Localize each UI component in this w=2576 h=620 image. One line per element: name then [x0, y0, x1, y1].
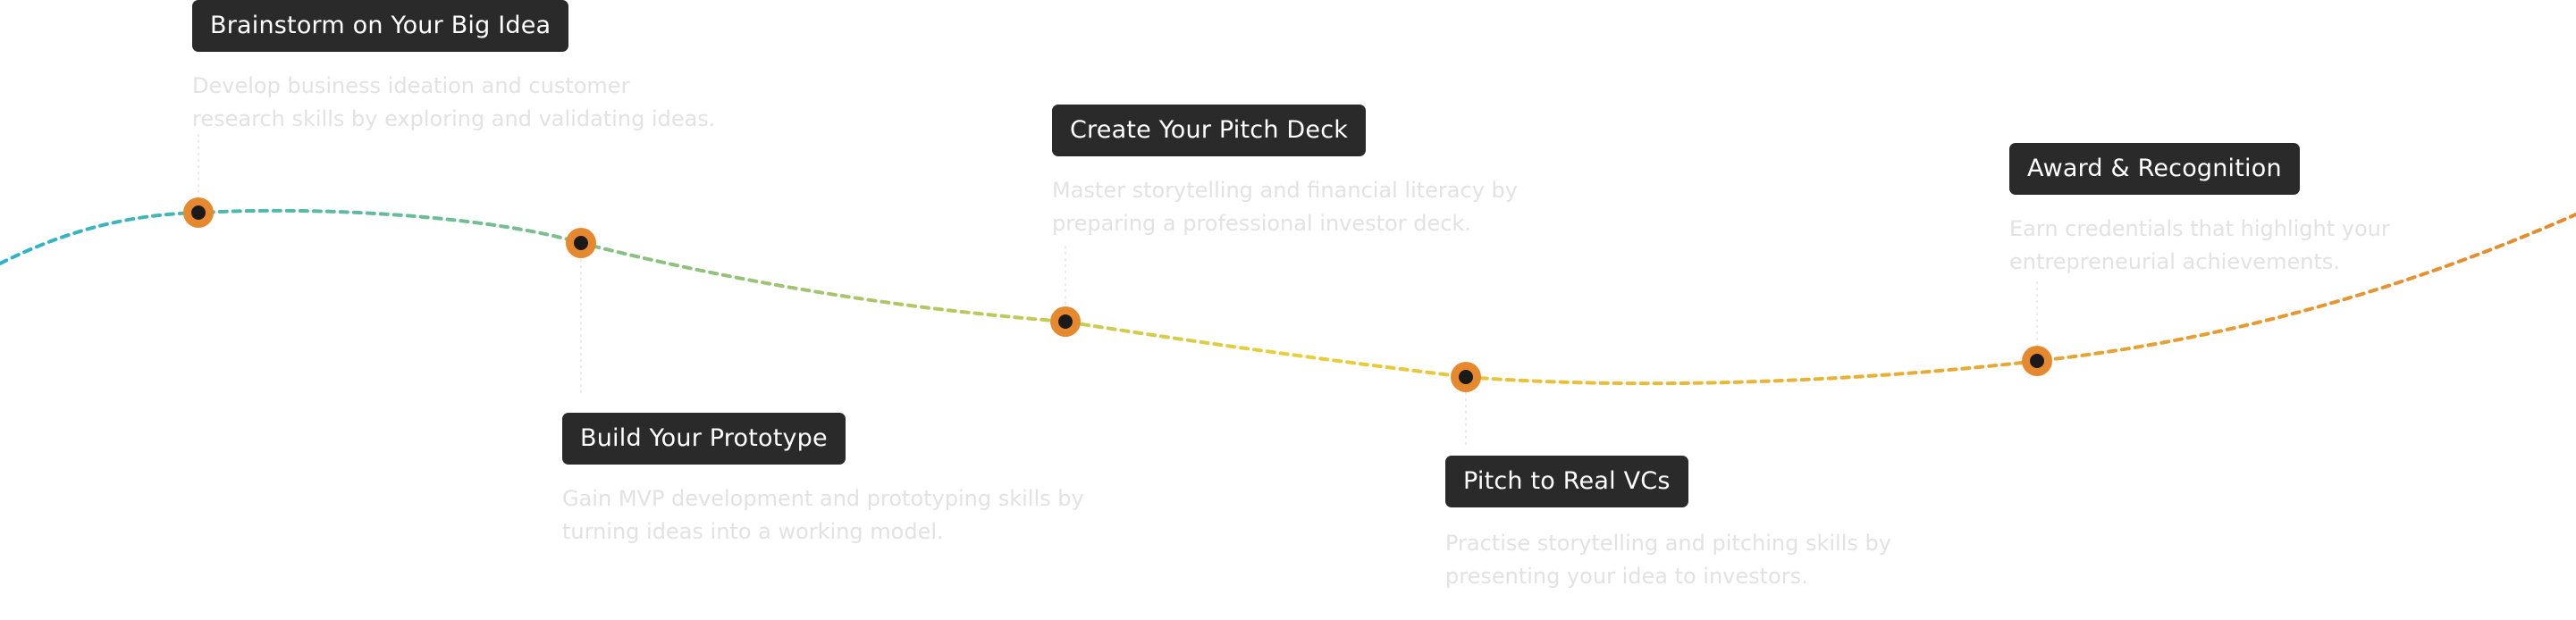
step-pitchdeck: Create Your Pitch Deck Master storytelli…	[1052, 105, 1624, 240]
connector-lines	[198, 134, 2038, 445]
step-title-prototype[interactable]: Build Your Prototype	[562, 413, 846, 465]
node-award[interactable]	[2022, 346, 2052, 376]
step-title-pitchdeck[interactable]: Create Your Pitch Deck	[1052, 105, 1367, 156]
step-description-award: Earn credentials that highlight your ent…	[2009, 216, 2390, 274]
journey-nodes	[183, 197, 2052, 392]
step-title-award[interactable]: Award & Recognition	[2009, 143, 2300, 195]
step-description-vcs: Practise storytelling and pitching skill…	[1445, 531, 1891, 589]
step-title-vcs[interactable]: Pitch to Real VCs	[1445, 456, 1688, 507]
node-pitchdeck[interactable]	[1050, 306, 1081, 337]
step-award: Award & Recognition Earn credentials tha…	[2009, 143, 2576, 279]
step-vcs: Pitch to Real VCs Practise storytelling …	[1445, 456, 2017, 593]
step-description-brainstorm: Develop business ideation and customer r…	[192, 73, 716, 131]
node-prototype[interactable]	[566, 228, 596, 258]
step-description-pitchdeck: Master storytelling and financial litera…	[1052, 178, 1518, 236]
node-brainstorm[interactable]	[183, 197, 214, 228]
step-title-brainstorm[interactable]: Brainstorm on Your Big Idea	[192, 0, 569, 52]
step-brainstorm: Brainstorm on Your Big Idea Develop busi…	[192, 0, 764, 136]
step-description-prototype: Gain MVP development and prototyping ski…	[562, 486, 1084, 544]
step-prototype: Build Your Prototype Gain MVP developmen…	[562, 413, 1134, 549]
node-vcs[interactable]	[1451, 362, 1481, 392]
